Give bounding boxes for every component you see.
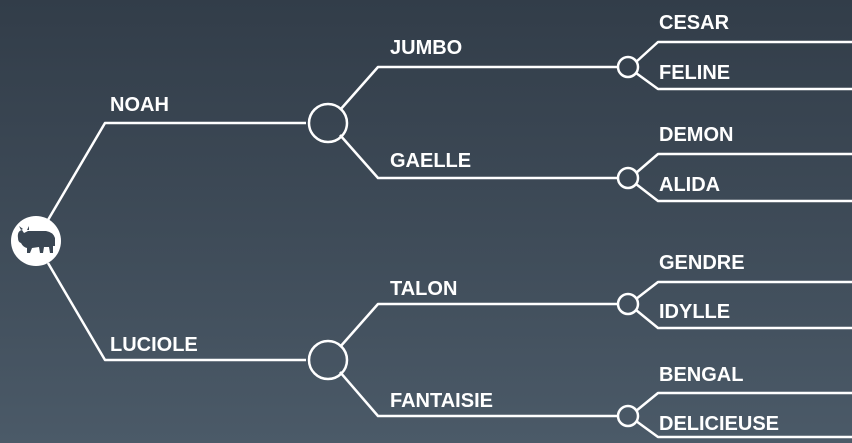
edge-talon-dam [635,309,852,330]
label-sire: NOAH [110,94,169,116]
edge-jumbo-sire [635,40,852,63]
bull-icon [17,226,55,253]
label-feline: FELINE [659,62,730,84]
label-dam-sire: TALON [390,278,457,300]
label-idylle: IDYLLE [659,301,730,323]
label-sire-sire: JUMBO [390,37,462,59]
node-luciole [307,339,349,381]
edge-gaelle-sire [635,152,852,174]
label-dam: LUCIOLE [110,334,198,356]
edge-sire-dam [339,134,618,180]
label-cesar: CESAR [659,12,730,34]
root-node [11,216,61,266]
label-sire-dam: GAELLE [390,150,471,172]
label-demon: DEMON [659,124,733,146]
edge-gaelle-dam [635,183,852,203]
node-noah [307,102,349,144]
label-dam-dam: FANTAISIE [390,390,493,412]
edge-fantaisie-sire [635,391,852,412]
edge-dam-sire [339,302,618,348]
node-gaelle [616,166,640,190]
edge-sire-sire [339,65,618,111]
edge-fantaisie-dam [635,419,852,439]
label-bengal: BENGAL [659,364,743,386]
edge-sire [46,121,306,221]
edge-dam [46,262,306,362]
edge-talon-sire [635,280,852,300]
node-jumbo [616,55,640,79]
node-talon [616,292,640,316]
label-alida: ALIDA [659,174,720,196]
edge-dam-dam [339,371,618,418]
label-gendre: GENDRE [659,252,745,274]
label-delicieuse: DELICIEUSE [659,413,779,435]
node-fantaisie [616,404,640,428]
edge-jumbo-dam [635,71,852,91]
